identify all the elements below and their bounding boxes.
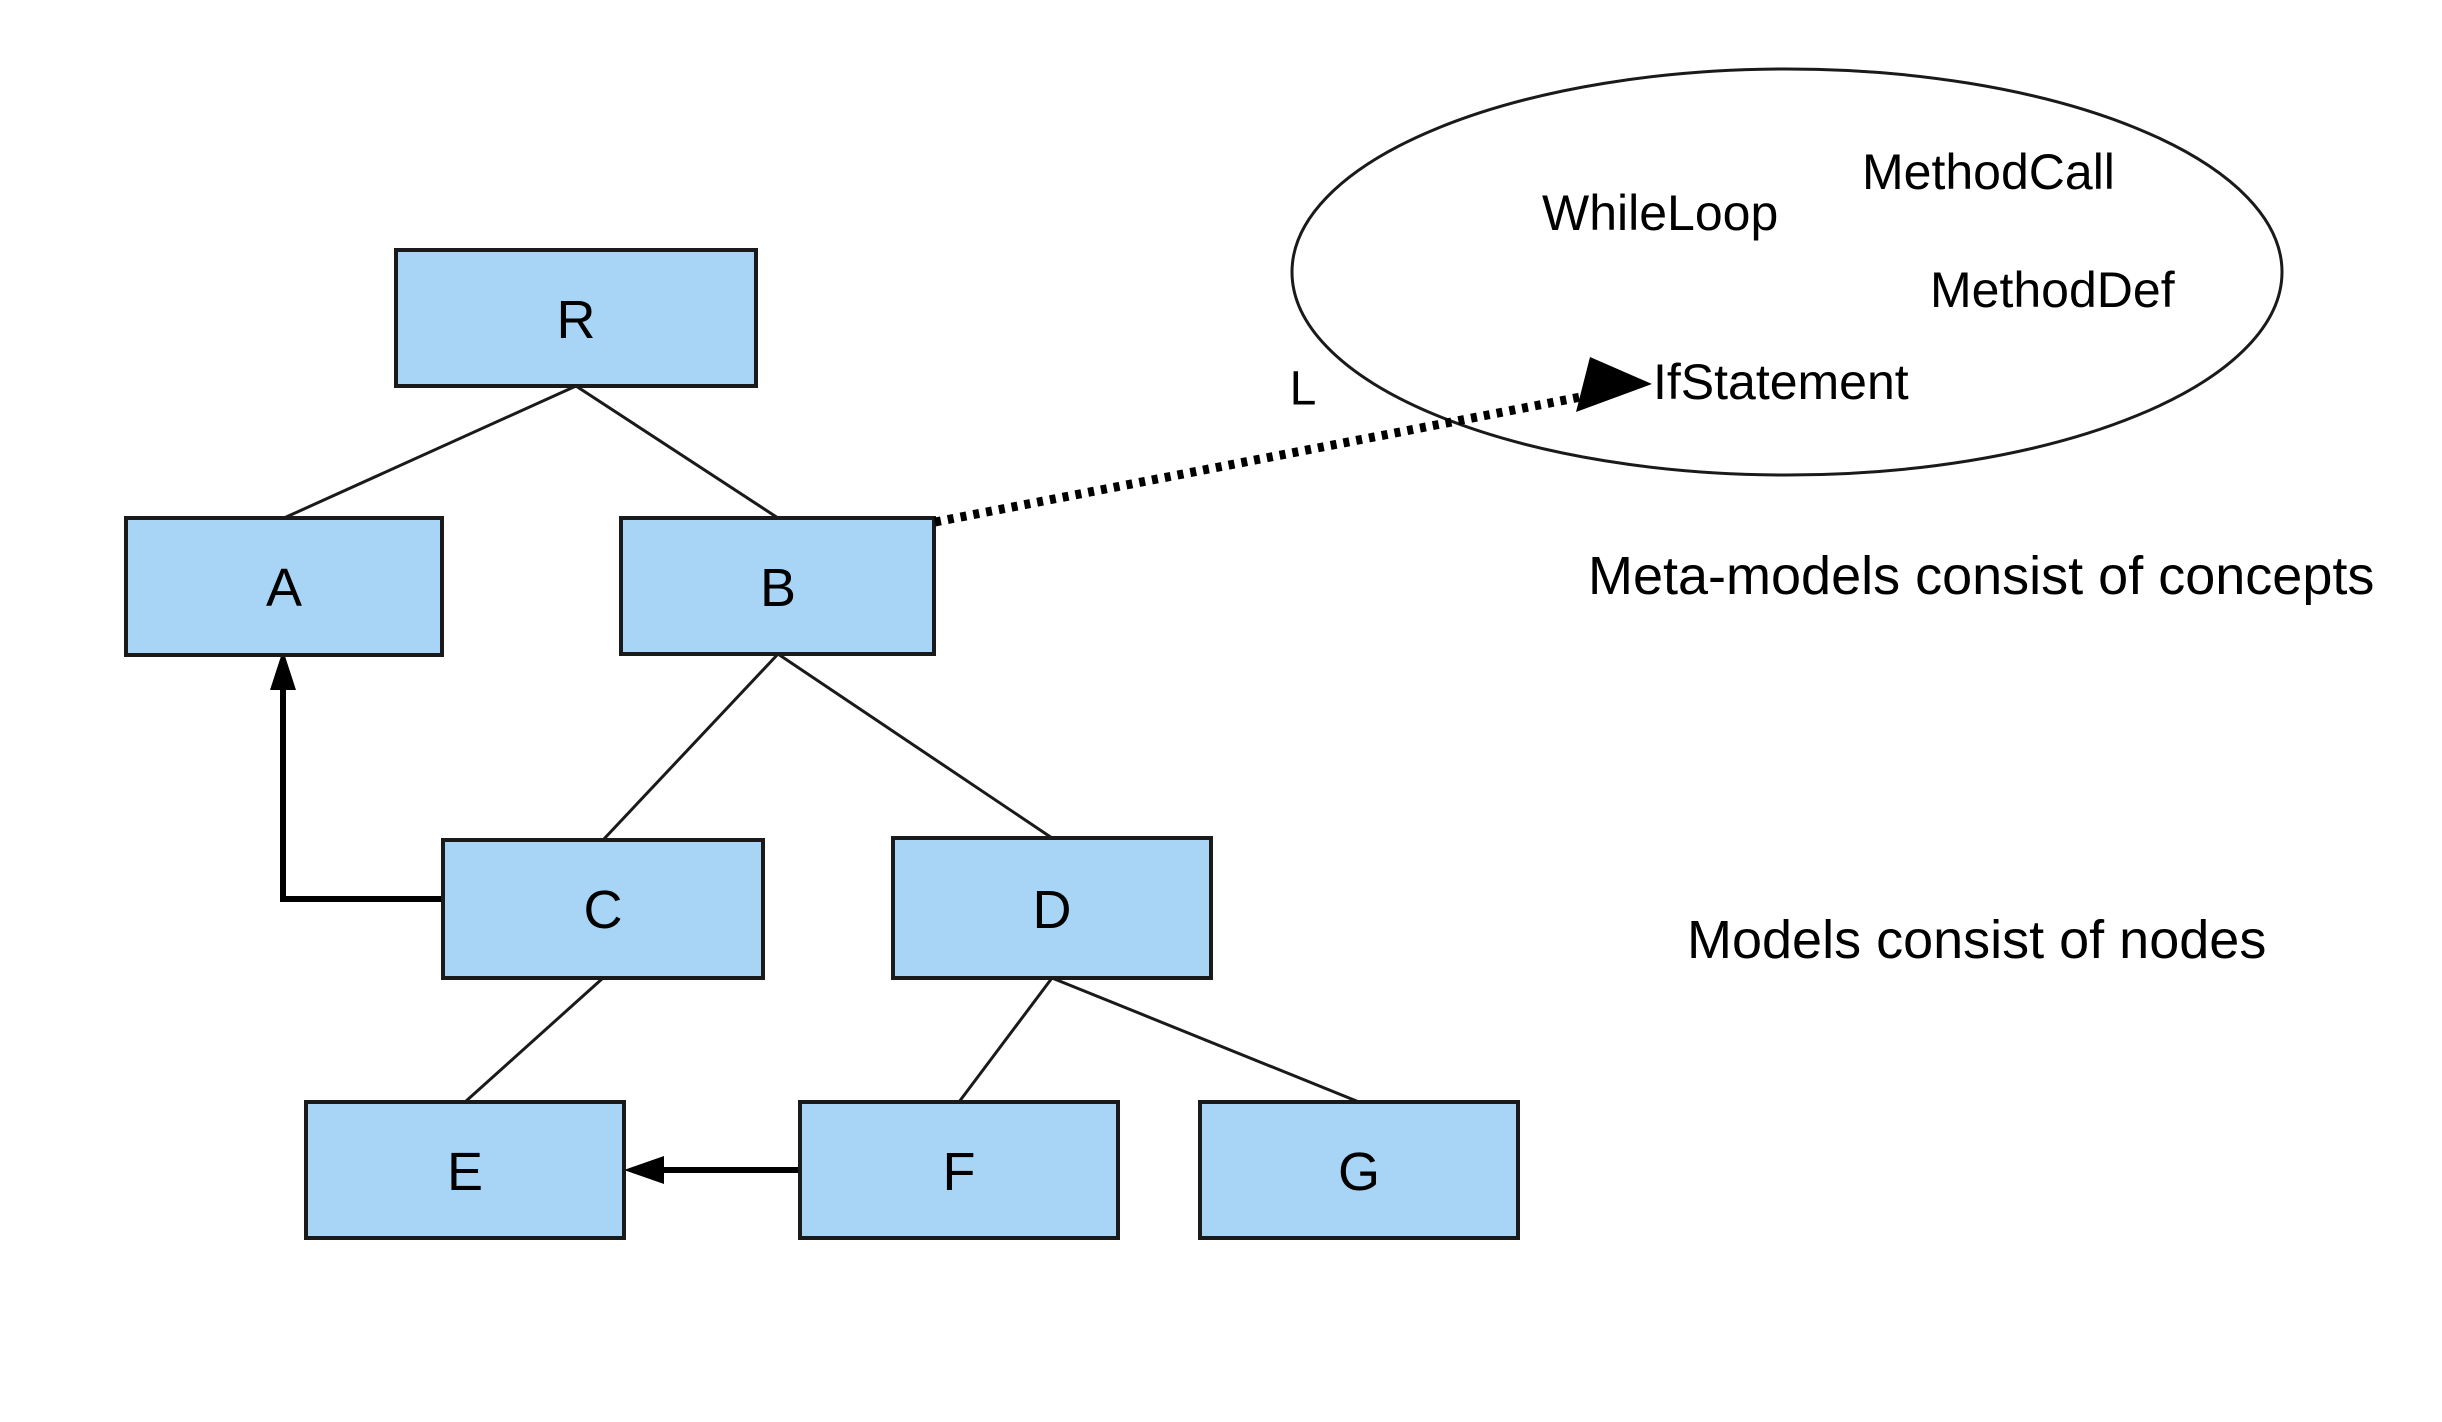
node-rect-b[interactable]: [619, 516, 936, 656]
arrowhead-icon-c-a: [270, 650, 296, 690]
model-node-d[interactable]: D: [891, 836, 1213, 980]
node-label-a: A: [266, 558, 302, 618]
caption-models: Models consist of nodes: [1687, 910, 2266, 970]
model-node-r[interactable]: R: [394, 248, 758, 388]
node-label-b: B: [760, 558, 796, 618]
edge-c-a-path: [280, 672, 443, 902]
concept-set-ellipse-icon: [1290, 67, 2284, 477]
meta-link-b-to-ifstatement: L: [934, 357, 1652, 527]
concept-label-whileloop: WhileLoop: [1542, 185, 1778, 241]
edge-c-e: [463, 976, 605, 1104]
node-label-e: E: [447, 1142, 483, 1202]
edge-r-b: [575, 384, 779, 520]
node-label-c: C: [584, 880, 623, 940]
arrowhead-icon-f-e: [624, 1156, 664, 1184]
node-rect-f[interactable]: [798, 1100, 1120, 1240]
caption-group: Meta-models consist of concepts Models c…: [1588, 546, 2374, 970]
caption-meta-models: Meta-models consist of concepts: [1588, 546, 2374, 606]
node-rect-e[interactable]: [304, 1100, 626, 1240]
node-label-r: R: [557, 290, 596, 350]
concept-label-methodcall: MethodCall: [1862, 144, 2115, 200]
concept-label-ifstatement: IfStatement: [1653, 354, 1909, 410]
edge-b-d: [777, 652, 1053, 840]
model-node-c[interactable]: C: [441, 838, 765, 980]
node-label-d: D: [1033, 880, 1072, 940]
model-node-a[interactable]: A: [124, 516, 444, 657]
node-rect-d[interactable]: [891, 836, 1213, 980]
node-rect-g[interactable]: [1198, 1100, 1520, 1240]
model-node-g[interactable]: G: [1198, 1100, 1520, 1240]
node-label-f: F: [943, 1142, 976, 1202]
meta-link-label: L: [1290, 363, 1317, 416]
edge-b-c: [601, 652, 780, 842]
node-rect-a[interactable]: [124, 516, 444, 657]
model-node-f[interactable]: F: [798, 1100, 1120, 1240]
edge-d-f: [957, 977, 1054, 1103]
node-rect-r[interactable]: [394, 248, 758, 388]
arrowhead-icon-meta-link: [1576, 357, 1652, 412]
node-rect-c[interactable]: [441, 838, 765, 980]
concept-label-group: MethodCall WhileLoop MethodDef IfStateme…: [1542, 144, 2175, 410]
reference-edge-f-to-e: [624, 1156, 800, 1184]
reference-edge-c-to-a: [270, 650, 443, 902]
edge-d-g: [1051, 976, 1360, 1104]
model-node-e[interactable]: E: [304, 1100, 626, 1240]
concept-label-methoddef: MethodDef: [1930, 262, 2175, 318]
model-node-b[interactable]: B: [619, 516, 936, 656]
containment-edge-group: [283, 384, 1360, 1104]
model-node-group: R A B C D E: [124, 248, 1520, 1240]
edge-r-a: [283, 384, 577, 520]
node-label-g: G: [1338, 1142, 1380, 1202]
